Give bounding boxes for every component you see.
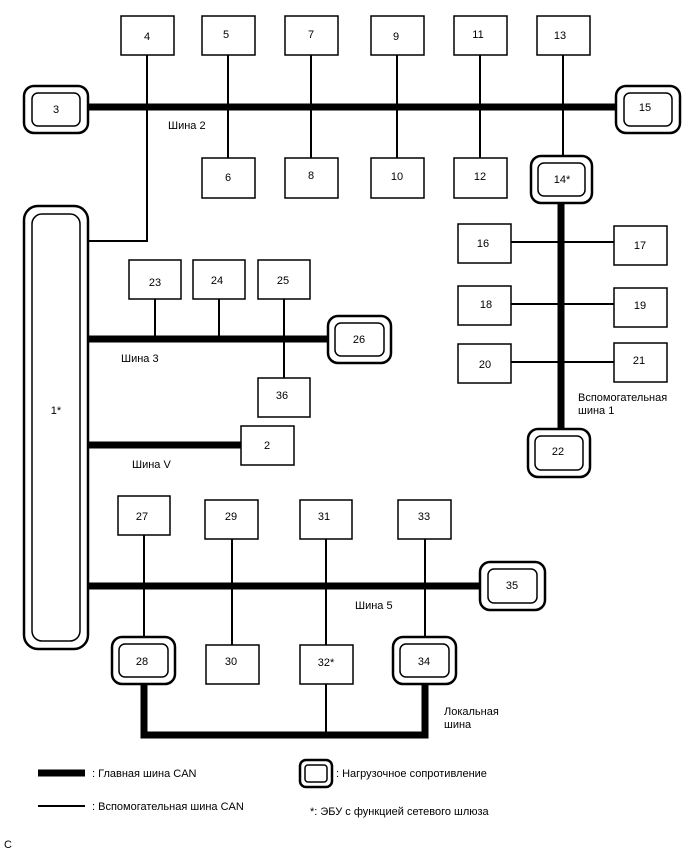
node-label-12: 12 bbox=[474, 171, 486, 183]
node-label-4: 4 bbox=[144, 31, 150, 43]
ecu-box-24 bbox=[192, 259, 246, 300]
ecu-box-32 bbox=[299, 644, 354, 685]
node-label-14: 14* bbox=[554, 174, 571, 186]
ecu-box-12 bbox=[453, 157, 508, 199]
node-label-19: 19 bbox=[634, 300, 646, 312]
node-label-25: 25 bbox=[277, 275, 289, 287]
node-label-22: 22 bbox=[552, 446, 564, 458]
node-label-17: 17 bbox=[634, 240, 646, 252]
ecu-box-29 bbox=[204, 499, 259, 540]
ecu-box-36 bbox=[257, 377, 311, 418]
node-label-21: 21 bbox=[633, 355, 645, 367]
legend: : Главная шина CAN : Вспомогательная шин… bbox=[38, 758, 490, 818]
node-label-34: 34 bbox=[418, 656, 430, 668]
terminator-14 bbox=[529, 154, 594, 205]
legend-main-can-text: : Главная шина CAN bbox=[92, 768, 197, 780]
node-label-35: 35 bbox=[506, 580, 518, 592]
legend-terminator-text: : Нагрузочное сопротивление bbox=[336, 768, 487, 780]
ecu-box-20 bbox=[457, 343, 512, 384]
terminator-26 bbox=[326, 314, 393, 365]
node-label-6: 6 bbox=[225, 172, 231, 184]
node-label-10: 10 bbox=[391, 171, 403, 183]
ecu-box-10 bbox=[370, 157, 425, 199]
node-label-11: 11 bbox=[472, 29, 483, 41]
local-bus-line bbox=[140, 684, 429, 739]
ecu-box-2 bbox=[240, 425, 295, 466]
terminator-34 bbox=[391, 635, 458, 686]
local-bus-label-line2: шина bbox=[444, 719, 472, 731]
main-bus-lines bbox=[88, 103, 616, 739]
node-label-15: 15 bbox=[639, 102, 651, 114]
ecu-boxes bbox=[117, 15, 668, 685]
node-label-33: 33 bbox=[418, 511, 430, 523]
node-label-23: 23 bbox=[149, 277, 161, 289]
node-label-1: 1* bbox=[51, 405, 62, 417]
gateway-ecu-1 bbox=[22, 204, 90, 651]
ecu-box-4 bbox=[120, 15, 175, 56]
node-label-27: 27 bbox=[136, 511, 148, 523]
ecu-box-33 bbox=[397, 499, 452, 540]
ecu-box-21 bbox=[613, 342, 668, 383]
ecu-box-16 bbox=[457, 223, 512, 264]
ecu-box-23 bbox=[128, 259, 182, 300]
local-bus-label-line1: Локальная bbox=[444, 706, 499, 718]
terminator-3 bbox=[22, 84, 90, 135]
ecu-box-25 bbox=[257, 259, 311, 300]
ecu-box-13 bbox=[536, 15, 591, 56]
node-label-9: 9 bbox=[393, 31, 399, 43]
legend-terminator-symbol bbox=[298, 758, 334, 789]
sub-bus-lines bbox=[88, 55, 614, 735]
terminator-28 bbox=[110, 635, 177, 686]
terminator-15 bbox=[614, 84, 682, 135]
ecu-box-18 bbox=[457, 285, 512, 326]
ecu-box-11 bbox=[453, 15, 508, 56]
ecu-box-30 bbox=[205, 644, 260, 685]
ecu-box-6 bbox=[201, 157, 256, 199]
node-label-8: 8 bbox=[308, 170, 314, 182]
node-label-5: 5 bbox=[223, 29, 229, 41]
bus-labels: Шина 2 Шина 3 Шина V Шина 5 Вспомогатель… bbox=[121, 120, 667, 731]
ecu-box-27 bbox=[117, 495, 171, 536]
terminator-22 bbox=[526, 427, 592, 479]
bus-5-label: Шина 5 bbox=[355, 600, 393, 612]
ecu-box-9 bbox=[370, 15, 425, 56]
corner-mark: C bbox=[4, 839, 12, 851]
legend-gateway-text: *: ЭБУ с функцией сетевого шлюза bbox=[310, 806, 490, 818]
node-label-3: 3 bbox=[53, 104, 59, 116]
node-labels: 1* 2 3 4 5 6 7 8 9 10 11 12 13 14* 15 16… bbox=[51, 29, 651, 669]
bus-2-label: Шина 2 bbox=[168, 120, 206, 132]
node-label-18: 18 bbox=[480, 299, 492, 311]
sub-bus-1-label-line2: шина 1 bbox=[578, 405, 614, 417]
bus-3-label: Шина 3 bbox=[121, 353, 159, 365]
node-label-28: 28 bbox=[136, 656, 148, 668]
node-label-20: 20 bbox=[479, 359, 491, 371]
sub-bus-1-label-line1: Вспомогательная bbox=[578, 392, 667, 404]
stub-4 bbox=[88, 55, 148, 242]
node-label-2: 2 bbox=[264, 440, 270, 452]
ecu-box-17 bbox=[613, 225, 668, 266]
node-label-13: 13 bbox=[554, 30, 566, 42]
node-label-26: 26 bbox=[353, 334, 365, 346]
node-label-16: 16 bbox=[477, 238, 489, 250]
ecu-box-31 bbox=[299, 499, 353, 540]
bus-v-label: Шина V bbox=[132, 459, 171, 471]
terminator-boxes bbox=[22, 84, 682, 686]
node-label-30: 30 bbox=[225, 656, 237, 668]
ecu-box-5 bbox=[201, 15, 256, 56]
terminator-35 bbox=[478, 560, 547, 612]
node-label-29: 29 bbox=[225, 511, 237, 523]
ecu-box-7 bbox=[284, 15, 339, 56]
ecu-box-19 bbox=[613, 287, 668, 328]
legend-sub-can-text: : Вспомогательная шина CAN bbox=[92, 801, 244, 813]
node-label-7: 7 bbox=[308, 29, 314, 41]
node-label-36: 36 bbox=[276, 390, 288, 402]
node-label-31: 31 bbox=[318, 511, 330, 523]
node-label-32: 32* bbox=[318, 657, 335, 669]
ecu-box-8 bbox=[284, 157, 339, 199]
node-label-24: 24 bbox=[211, 275, 223, 287]
